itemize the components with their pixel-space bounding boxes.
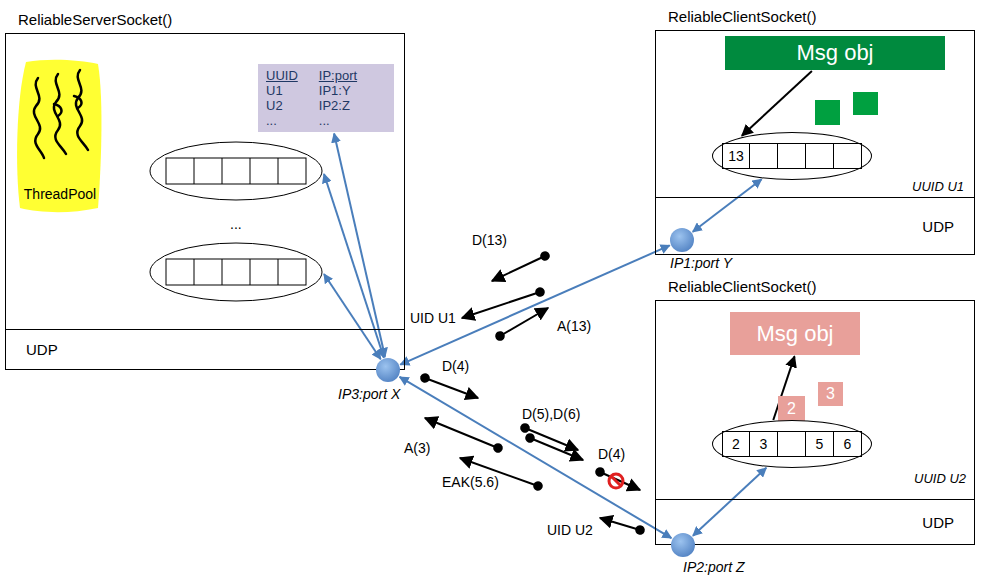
queue-cell xyxy=(778,431,806,457)
sequence-number: 6 xyxy=(844,436,852,452)
socket-heading: ReliableClientSocket() xyxy=(668,8,816,25)
threadpool-blob xyxy=(17,60,101,212)
table-cell: ... xyxy=(319,113,386,128)
message-label: EAK(5.6) xyxy=(440,474,501,491)
uuid-label: UUID U2 xyxy=(912,470,968,487)
table-cell: UUID xyxy=(266,68,319,83)
sequence-number: 5 xyxy=(816,436,824,452)
port-label: IP1:port Y xyxy=(668,255,734,271)
receive-queue: 2 3 5 6 xyxy=(712,420,872,468)
queue-cell: 6 xyxy=(834,431,862,457)
table-cell: IP:port xyxy=(319,68,386,83)
packet-square: 2 xyxy=(778,396,805,422)
message-arrows xyxy=(425,256,640,530)
message-label: Msg obj xyxy=(756,321,833,347)
sequence-number: 2 xyxy=(732,436,740,452)
queue-cell xyxy=(750,143,778,169)
queue-cell xyxy=(778,143,806,169)
link-arrow xyxy=(400,245,669,364)
queue-link xyxy=(324,174,384,358)
queue-cells: 2 3 5 6 xyxy=(722,431,862,457)
port-label: IP3:port X xyxy=(336,386,402,402)
table-cell: U2 xyxy=(266,98,319,113)
udp-port: IP3:port X xyxy=(376,358,400,382)
udp-layer: UDP xyxy=(6,329,404,369)
packet-square xyxy=(815,100,840,125)
lost-packet-mark xyxy=(609,474,623,488)
link-arrow xyxy=(693,468,766,536)
packet-square: 3 xyxy=(818,382,843,406)
link-arrow xyxy=(334,133,385,356)
server-socket-box: ReliableServerSocket()ThreadPoolUUIDIP:p… xyxy=(5,33,405,370)
threadpool-box: ThreadPool xyxy=(18,62,102,212)
table-cell: U1 xyxy=(266,83,319,98)
table-cell: IP1:Y xyxy=(319,83,386,98)
socket-heading: ReliableClientSocket() xyxy=(668,278,816,295)
thread-squiggles xyxy=(34,70,88,158)
uuid-label: UUID U1 xyxy=(910,178,966,195)
receive-queue: 13 xyxy=(712,132,872,180)
client-socket-box: ReliableClientSocket()Msg obj232356UDP xyxy=(655,300,975,545)
queue-cell: 13 xyxy=(722,143,750,169)
table-cell: ... xyxy=(266,113,319,128)
server-queue xyxy=(150,142,322,301)
udp-layer: UDP xyxy=(656,197,974,254)
link-arrow xyxy=(693,179,762,232)
message-object: Msg obj xyxy=(725,36,945,70)
message-label: D(4) xyxy=(440,358,471,375)
udp-port: IP1:port Y xyxy=(670,228,694,252)
message-label: A(3) xyxy=(402,440,432,457)
sequence-number: 3 xyxy=(760,436,768,452)
queue-cell: 2 xyxy=(722,431,750,457)
sequence-number: 13 xyxy=(728,148,744,164)
pool-label: ThreadPool xyxy=(24,186,96,202)
port-label: IP2:port Z xyxy=(681,559,746,575)
message-label: D(4) xyxy=(596,446,627,463)
queue-cell: 3 xyxy=(750,431,778,457)
packet-number: 2 xyxy=(787,400,796,418)
layer-label: UDP xyxy=(26,341,58,358)
socket-heading: ReliableServerSocket() xyxy=(18,11,172,28)
message-label: UID U1 xyxy=(408,310,458,327)
layer-label: UDP xyxy=(922,218,954,235)
packet-square xyxy=(853,92,878,115)
udp-layer: UDP xyxy=(656,499,974,544)
packet-number: 3 xyxy=(826,385,835,403)
queue-cells: 13 xyxy=(722,143,862,169)
table-cell: IP2:Z xyxy=(319,98,386,113)
queue-cell: 5 xyxy=(806,431,834,457)
uuid-table: UUIDIP:portU1IP1:YU2IP2:Z...... xyxy=(258,64,394,132)
layer-label: UDP xyxy=(922,514,954,531)
message-label: A(13) xyxy=(555,318,593,335)
message-label: ... xyxy=(228,216,244,233)
message-arrow xyxy=(742,71,812,136)
udp-port: IP2:port Z xyxy=(671,533,695,557)
message-label: D(13) xyxy=(470,232,509,249)
message-object: Msg obj xyxy=(730,312,860,355)
client-socket-box: ReliableClientSocket()Msg obj13UDP xyxy=(655,30,975,255)
queue-link xyxy=(324,274,381,359)
queue-cell xyxy=(834,143,862,169)
message-label: Msg obj xyxy=(796,40,873,66)
link-arrow xyxy=(400,377,672,538)
queue-cell xyxy=(806,143,834,169)
message-label: D(5),D(6) xyxy=(520,406,582,423)
message-label: UID U2 xyxy=(545,522,595,539)
